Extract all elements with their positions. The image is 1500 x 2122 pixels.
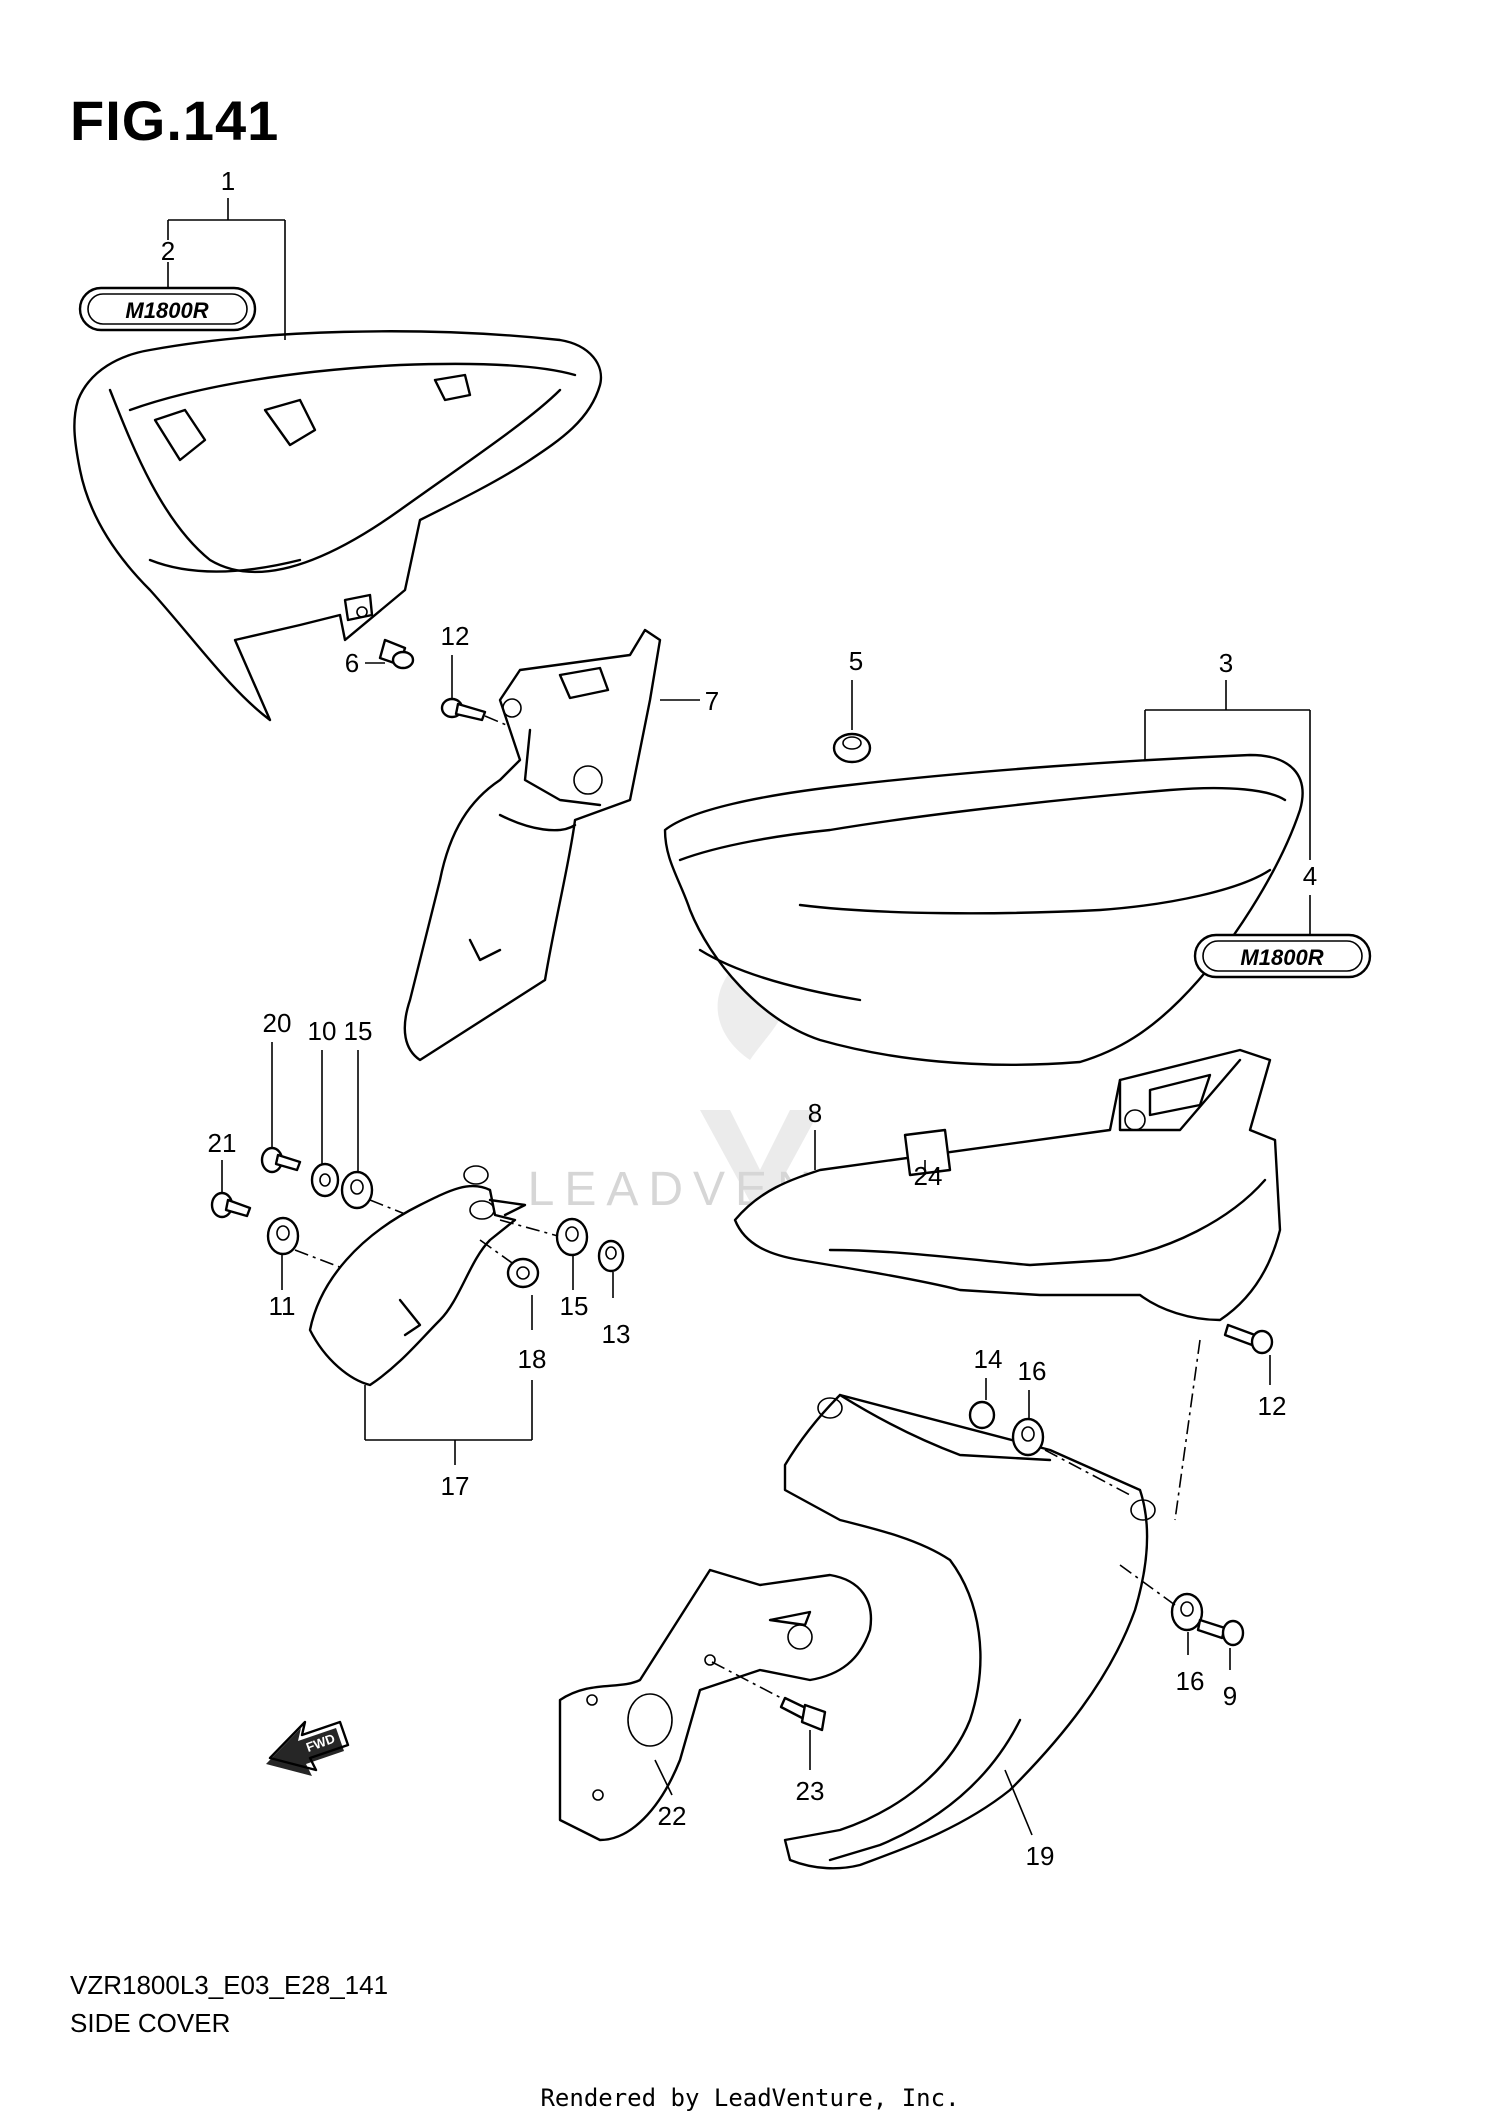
callout-23: 23 (796, 1776, 825, 1806)
callout-1-bracket (167, 198, 286, 340)
side-cover-left[interactable] (73, 330, 603, 722)
callout-21: 21 (208, 1128, 237, 1158)
bracket-7[interactable] (403, 628, 700, 1062)
callout-3-bracket (1144, 680, 1311, 935)
rendered-by: Rendered by LeadVenture, Inc. (540, 2084, 960, 2112)
screw-12-upper[interactable] (440, 655, 531, 736)
nut-13[interactable] (597, 1239, 625, 1298)
figure-name: SIDE COVER (70, 2008, 231, 2038)
collar-14[interactable] (968, 1378, 996, 1430)
callout-17-bracket (364, 1380, 533, 1465)
callout-2: 2 (161, 236, 175, 266)
callout-24: 24 (914, 1161, 943, 1191)
emblem-2-text: M1800R (125, 298, 208, 323)
callout-22: 22 (658, 1801, 687, 1831)
callout-5: 5 (849, 646, 863, 676)
bracket-22[interactable] (558, 1568, 873, 1842)
callout-11: 11 (269, 1291, 296, 1321)
emblem-4[interactable]: M1800R (1193, 933, 1372, 979)
fwd-arrow-icon: FWD (266, 1720, 350, 1776)
grommet-16-lower[interactable] (1119, 1564, 1204, 1655)
callout-12-lower: 12 (1258, 1391, 1287, 1421)
callout-6: 6 (345, 648, 359, 678)
callout-3: 3 (1219, 648, 1233, 678)
callout-13: 13 (602, 1319, 631, 1349)
emblem-4-text: M1800R (1240, 945, 1323, 970)
callout-10: 10 (308, 1016, 337, 1046)
callout-9: 9 (1223, 1681, 1237, 1711)
callout-7: 7 (705, 686, 719, 716)
screw-12-lower[interactable] (1174, 1323, 1274, 1521)
callout-18: 18 (518, 1344, 547, 1374)
watermark-logo (700, 960, 820, 1220)
callout-20: 20 (263, 1008, 292, 1038)
callout-16-lower: 16 (1176, 1666, 1205, 1696)
cover-8[interactable] (733, 1048, 1282, 1322)
cover-17[interactable] (308, 1165, 527, 1387)
callout-14: 14 (974, 1344, 1003, 1374)
screw-20[interactable] (260, 1042, 302, 1174)
emblem-2[interactable]: M1800R (78, 286, 257, 332)
callout-15-lower: 15 (560, 1291, 589, 1321)
callout-8: 8 (808, 1098, 822, 1128)
figure-title: FIG.141 (70, 89, 280, 152)
grommet-16-upper[interactable] (1011, 1390, 1131, 1496)
callout-19: 19 (1026, 1841, 1055, 1871)
side-cover-right[interactable] (663, 753, 1304, 1066)
screw-6[interactable] (365, 638, 415, 670)
washer-10[interactable] (310, 1050, 340, 1198)
bolt-23[interactable] (711, 1661, 827, 1770)
callout-12-upper: 12 (441, 621, 470, 651)
screw-21[interactable] (210, 1160, 252, 1219)
figure-code: VZR1800L3_E03_E28_141 (70, 1970, 389, 2000)
grommet-5[interactable] (832, 680, 872, 764)
callout-15-upper: 15 (344, 1016, 373, 1046)
grommet-15-lower[interactable] (499, 1217, 589, 1290)
screw-9[interactable] (1196, 1618, 1245, 1670)
washer-18[interactable] (479, 1239, 540, 1330)
callout-16-upper: 16 (1018, 1356, 1047, 1386)
cover-19[interactable] (783, 1393, 1156, 1870)
pad-24[interactable] (903, 1128, 952, 1177)
callout-4: 4 (1303, 861, 1317, 891)
callout-17: 17 (441, 1471, 470, 1501)
callout-1: 1 (221, 166, 235, 196)
